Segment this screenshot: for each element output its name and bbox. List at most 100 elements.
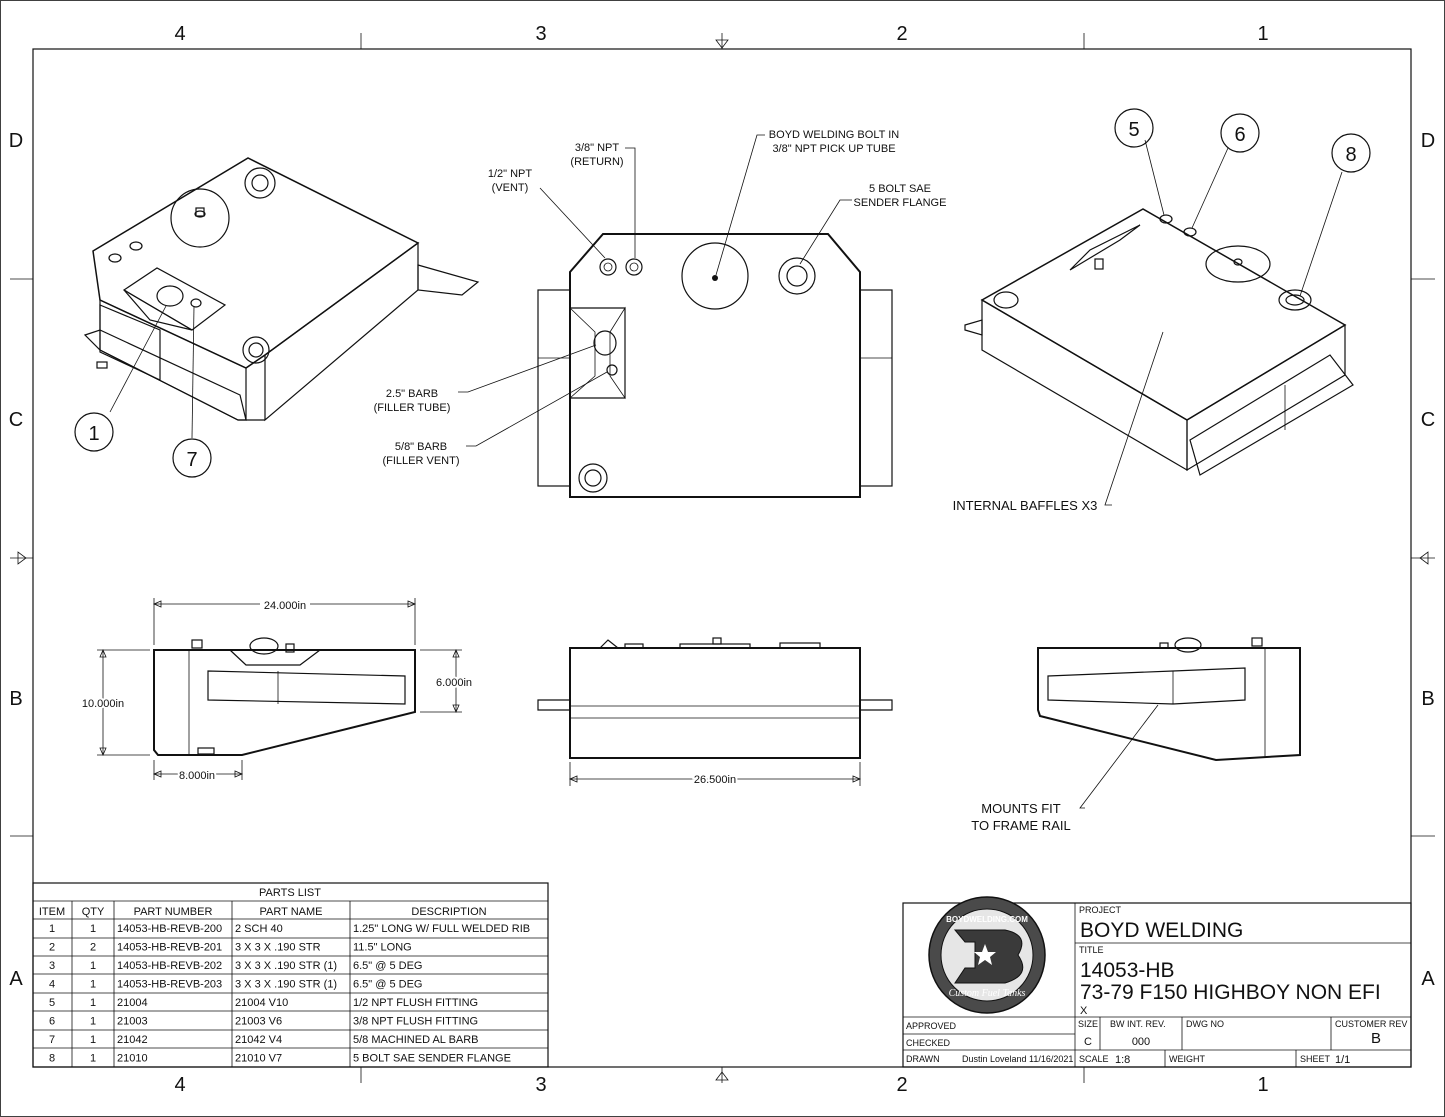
leader-7 [191,305,195,439]
balloon-5-label: 5 [1128,119,1139,141]
leader-pickup [715,134,765,276]
callout-mounts-1: MOUNTS FIT [981,801,1060,816]
sheet-value: 1/1 [1335,1054,1350,1066]
parts-list-headers: ITEM QTY PART NUMBER PART NAME DESCRIPTI… [39,906,487,918]
zone-row-a-right: A [1421,968,1435,990]
balloon-6-label: 6 [1234,124,1245,146]
parts-row-1-part-number: 14053-HB-REVB-200 [117,923,222,935]
callout-sender-1: 5 BOLT SAE [869,183,931,195]
zone-col-4-top: 4 [174,23,185,45]
title-line-2: 73-79 F150 HIGHBOY NON EFI [1080,981,1381,1004]
leader-1 [109,305,167,413]
parts-row-6-part-number: 21003 [117,1016,148,1028]
bw-rev-value: 000 [1132,1036,1150,1048]
parts-row-7-description: 5/8 MACHINED AL BARB [353,1034,479,1046]
title-block [902,902,1412,1068]
parts-row-5-part-number: 21004 [117,997,148,1009]
zone-row-a-left: A [9,968,23,990]
zone-col-1-bottom: 1 [1257,1074,1268,1096]
leader-vent [539,187,606,259]
callout-sender-2: SENDER FLANGE [854,197,947,209]
parts-row-4-part-number: 14053-HB-REVB-203 [117,979,222,991]
leader-sender [799,199,852,265]
zone-row-c-right: C [1421,409,1435,431]
scale-label: SCALE [1079,1054,1109,1064]
callout-vent-2: (VENT) [492,182,529,194]
project-label: PROJECT [1079,905,1122,915]
parts-row-8-part-name: 21010 V7 [235,1053,282,1065]
parts-row-8-description: 5 BOLT SAE SENDER FLANGE [353,1053,511,1065]
parts-row-6-item: 6 [49,1016,55,1028]
balloon-1 [74,412,114,452]
leader-6 [1191,147,1229,229]
balloon-7 [172,438,212,478]
parts-list-title: PARTS LIST [259,887,321,899]
logo-text-bottom: Custom Fuel Tanks [949,988,1026,999]
parts-row-5-qty: 1 [90,997,96,1009]
approved-label: APPROVED [906,1021,957,1031]
size-value: C [1084,1036,1092,1048]
leader-mounts [1079,704,1159,809]
size-label: SIZE [1078,1019,1098,1029]
dwg-no-label: DWG NO [1186,1019,1224,1029]
customer-rev-value: B [1371,1030,1381,1047]
dim-bg-1 [260,598,310,612]
callout-return-1: 3/8" NPT [575,142,620,154]
parts-row-8-part-number: 21010 [117,1053,148,1065]
header-item: ITEM [39,906,65,918]
parts-row-2-description: 11.5" LONG [353,942,412,954]
parts-row-8-qty: 1 [90,1053,96,1065]
zone-col-3-top: 3 [535,23,546,45]
parts-row-7-part-name: 21042 V4 [235,1034,282,1046]
parts-row-3-qty: 1 [90,960,96,972]
title-label: TITLE [1079,945,1104,955]
leader-barb25 [458,344,597,393]
parts-row-7-part-number: 21042 [117,1034,148,1046]
zone-col-3-bottom: 3 [535,1074,546,1096]
project-value: BOYD WELDING [1080,919,1243,942]
parts-row-3-part-number: 14053-HB-REVB-202 [117,960,222,972]
callout-return-2: (RETURN) [570,156,623,168]
title-line-1: 14053-HB [1080,959,1175,982]
balloon-8-label: 8 [1345,144,1356,166]
iso-view-left [83,157,480,422]
parts-list-table [32,882,549,1068]
parts-row-6-part-name: 21003 V6 [235,1016,282,1028]
parts-row-8-item: 8 [49,1053,55,1065]
drawn-value: Dustin Loveland 11/16/2021 [962,1054,1073,1064]
parts-row-7-qty: 1 [90,1034,96,1046]
parts-row-3-part-name: 3 X 3 X .190 STR (1) [235,960,337,972]
title-line-3: X [1080,1005,1088,1017]
parts-row-5-description: 1/2 NPT FLUSH FITTING [353,997,478,1009]
header-part-name: PART NAME [260,906,323,918]
dim-width-top: 24.000in [264,600,306,612]
zone-row-b-left: B [9,688,22,710]
balloon-7-label: 7 [186,449,197,471]
callout-pickup-2: 3/8" NPT PICK UP TUBE [772,143,895,155]
header-description: DESCRIPTION [411,906,486,918]
parts-row-3-item: 3 [49,960,55,972]
dim-bottom-width: 8.000in [179,770,215,782]
parts-row-2-qty: 2 [90,942,96,954]
drawn-label: DRAWN [906,1054,940,1064]
parts-row-6-description: 3/8 NPT FLUSH FITTING [353,1016,478,1028]
leader-5 [1144,139,1165,216]
sheet-label: SHEET [1300,1054,1331,1064]
dim-height-side: 6.000in [436,677,472,689]
callout-barb25-1: 2.5" BARB [386,388,438,400]
zone-row-c-left: C [9,409,23,431]
scale-value: 1:8 [1115,1054,1130,1066]
balloon-6 [1220,113,1260,153]
customer-rev-label: CUSTOMER REV [1335,1019,1407,1029]
centering-arrows [17,39,1429,1081]
leader-barb58 [466,371,608,447]
logo-text-top: BOYDWELDING.COM [946,915,1028,924]
balloon-1-label: 1 [88,423,99,445]
dimension-lines-left [97,598,462,780]
side-view-right [1037,637,1301,762]
zone-col-2-bottom: 2 [896,1074,907,1096]
zone-col-1-top: 1 [1257,23,1268,45]
balloon-5 [1114,108,1154,148]
boyd-logo: BOYDWELDING.COM Custom Fuel Tanks [928,896,1046,1014]
